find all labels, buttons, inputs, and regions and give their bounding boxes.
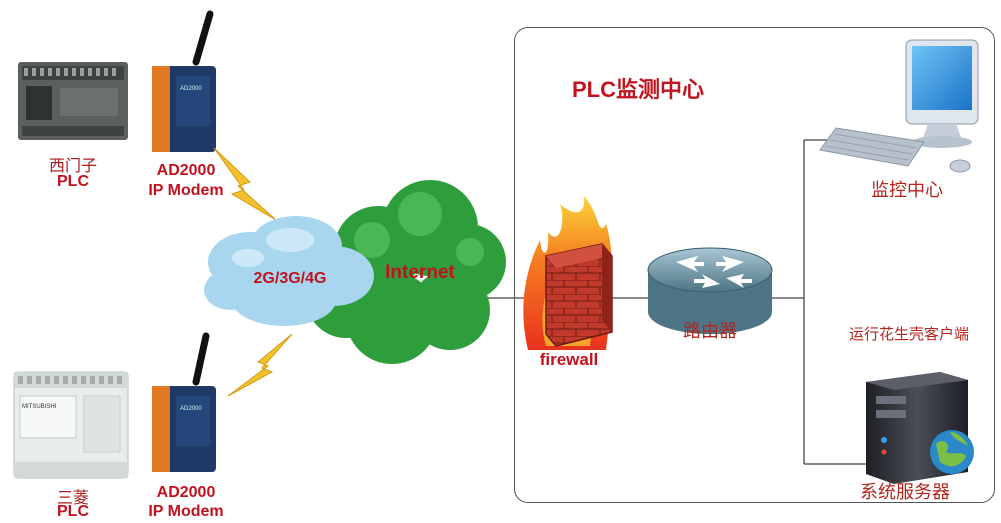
siemens-plc-type: PLC <box>57 173 89 190</box>
modem-top-type: IP Modem <box>148 182 224 199</box>
monitoring-center-label: 监控中心 <box>871 180 943 201</box>
firewall-label: firewall <box>539 350 599 369</box>
mitsubishi-plc-type: PLC <box>57 503 89 520</box>
router-icon <box>647 247 773 334</box>
system-server-label: 系统服务器 <box>860 482 950 503</box>
svg-text:AD2000: AD2000 <box>180 86 202 92</box>
modem-top-device: AD2000 <box>152 10 216 152</box>
modem-top-model: AD2000 <box>156 162 216 179</box>
plc-monitoring-center-title: PLC监测中心 <box>572 77 705 102</box>
cellular-cloud-icon <box>204 216 374 326</box>
monitor-computer-icon <box>819 39 979 173</box>
mitsubishi-plc-name: 三菱 <box>56 488 89 507</box>
modem-bottom-model: AD2000 <box>156 484 216 501</box>
cellular-network-label: 2G/3G/4G <box>253 270 327 287</box>
svg-text:MITSUBISHI: MITSUBISHI <box>22 404 57 410</box>
modem-bottom-device: AD2000 <box>152 332 216 472</box>
connection-lines <box>488 139 866 465</box>
internet-cloud-icon <box>306 180 506 364</box>
siemens-plc-device <box>18 62 128 140</box>
mitsubishi-plc-device: MITSUBISHI <box>13 371 129 479</box>
siemens-plc-name: 西门子 <box>48 156 97 175</box>
firewall-icon <box>523 196 613 350</box>
internet-label: Internet <box>385 262 455 283</box>
router-label: 路由器 <box>683 321 737 342</box>
plc-monitoring-center-frame <box>514 27 995 503</box>
server-icon <box>866 372 974 484</box>
svg-text:AD2000: AD2000 <box>180 406 202 412</box>
modem-bottom-type: IP Modem <box>148 503 224 520</box>
server-client-caption: 运行花生壳客户端 <box>848 325 969 343</box>
